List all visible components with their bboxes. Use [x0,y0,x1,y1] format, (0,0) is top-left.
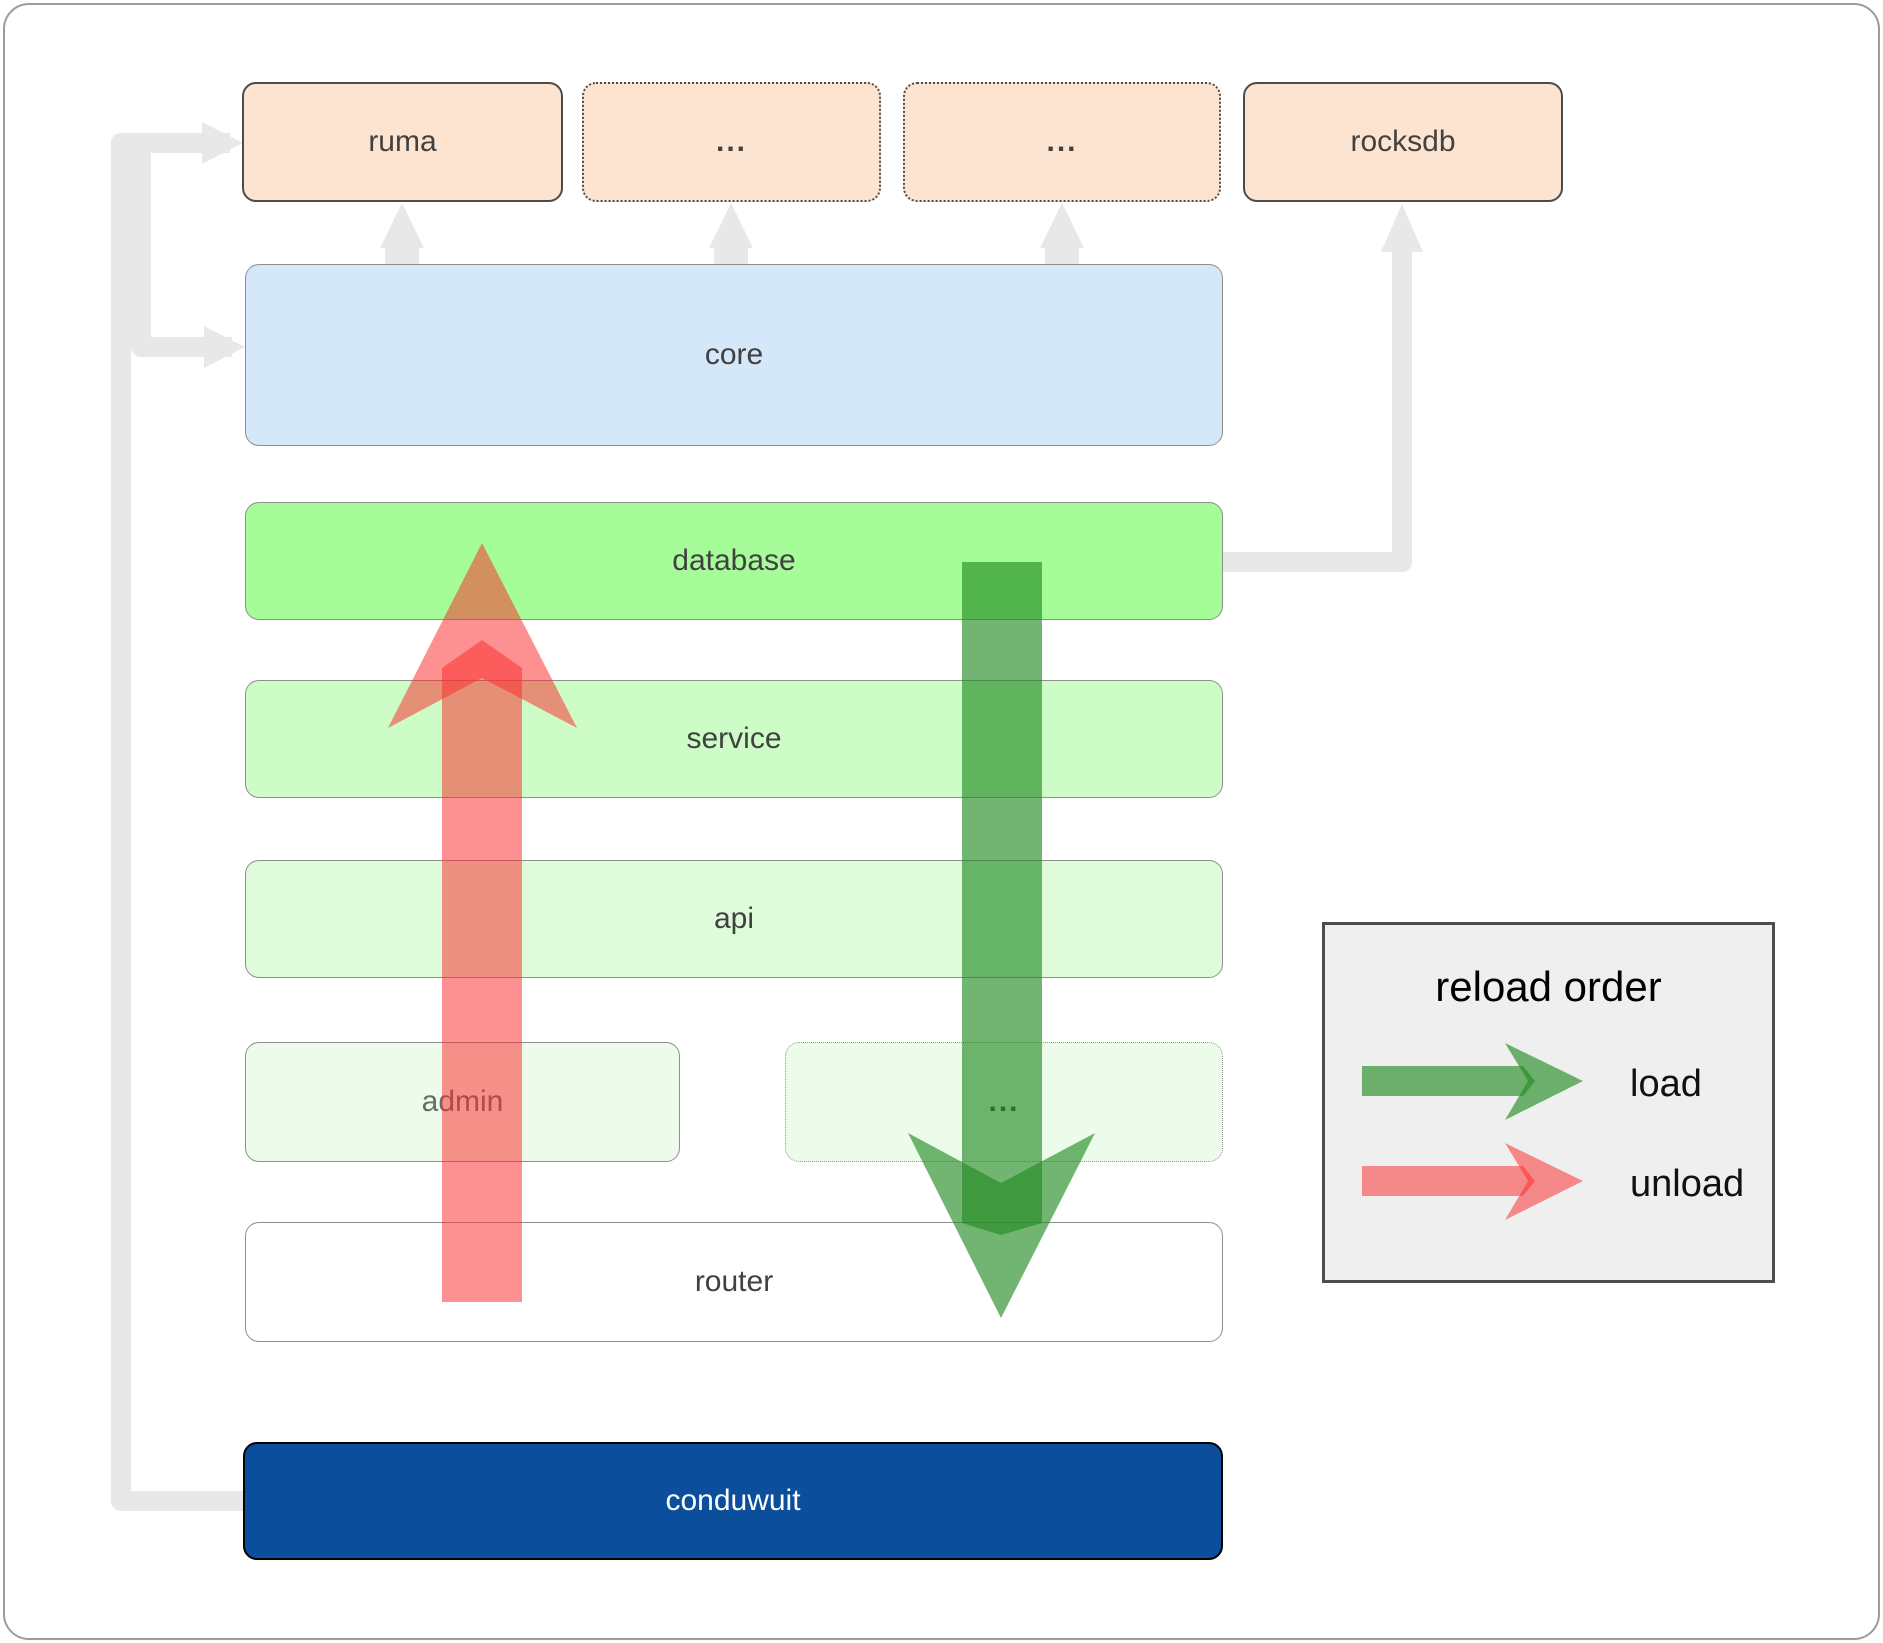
connector-conduwuit-to-core [111,133,243,1511]
node-conduwuit: conduwuit [243,1442,1223,1560]
node-database: database [245,502,1223,620]
arrow-core-to-more1-head [709,203,753,248]
node-admin-label: admin [421,1085,504,1118]
node-ruma: ruma [242,82,563,202]
node-admin: admin [245,1042,680,1162]
node-rocksdb: rocksdb [1243,82,1563,202]
node-database-label: database [672,544,796,577]
node-more-top-1: ... [582,82,881,202]
arrowhead-to-core [204,326,245,368]
node-api-label: api [713,902,755,935]
arrow-core-to-ruma-shaft [385,246,419,266]
arrowhead-to-ruma [202,122,243,164]
node-rocksdb-label: rocksdb [1350,125,1456,158]
node-more-top-1-label: ... [715,125,747,158]
arrow-core-to-more2-head [1040,203,1084,248]
legend-unload-label: unload [1630,1163,1745,1205]
node-service-label: service [686,722,782,755]
node-api: api [245,860,1223,978]
node-core-label: core [704,338,764,371]
arrow-core-to-ruma-head [380,203,424,248]
node-conduwuit-label: conduwuit [665,1484,801,1517]
legend-title: reload order [1435,963,1662,1010]
node-more-top-2: ... [903,82,1221,202]
arrow-core-to-more2-shaft [1045,246,1079,266]
node-service: service [245,680,1223,798]
node-ruma-label: ruma [368,125,437,158]
legend-reload-order: reload order load unload [1322,922,1775,1283]
node-router-label: router [694,1265,774,1298]
node-more-top-2-label: ... [1046,125,1078,158]
node-more-admin-label: ... [988,1085,1020,1118]
node-more-admin: ... [785,1042,1223,1162]
arrow-core-to-more1-shaft [714,246,748,266]
legend-load-label: load [1630,1063,1702,1105]
arrowhead-to-rocksdb [1381,204,1423,252]
node-router: router [245,1222,1223,1342]
node-core: core [245,264,1223,446]
connector-database-to-rocksdb [1223,250,1412,572]
